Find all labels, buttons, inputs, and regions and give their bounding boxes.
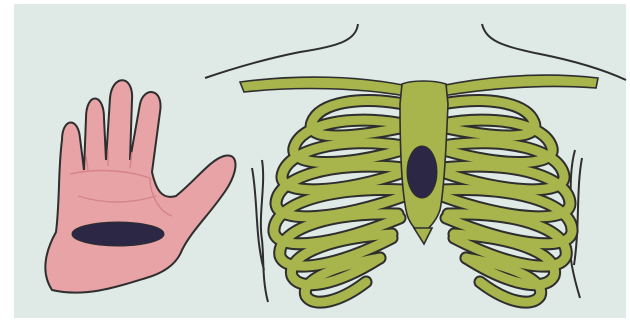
sternum-target-marker xyxy=(407,146,437,198)
palm-heel-marker xyxy=(72,222,164,246)
